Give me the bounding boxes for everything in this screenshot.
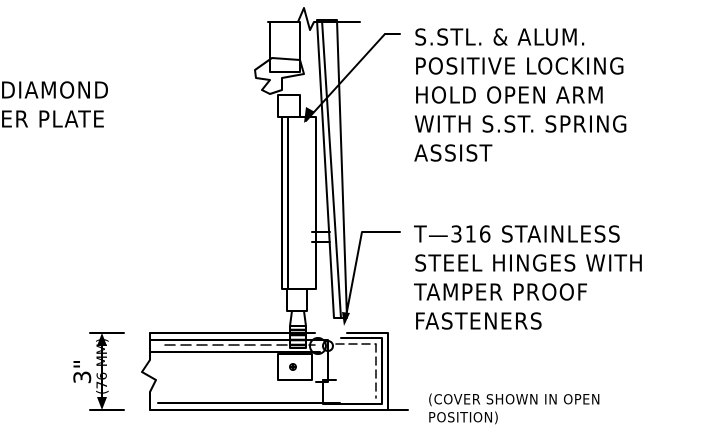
label-arm-1: S.STL. & ALUM. [414, 24, 588, 52]
dimension-label-inches: 3" [69, 358, 97, 385]
dimension-3in [89, 332, 125, 411]
frame-channel [309, 332, 389, 411]
open-cover-plate [316, 19, 348, 319]
label-diamond-plate-2: ER PLATE [0, 106, 107, 134]
label-hinge-4: FASTENERS [414, 308, 544, 336]
label-hinge-3: TAMPER PROOF [414, 279, 590, 307]
diamond-plate-cover [141, 332, 409, 411]
dimension-label-mm: (76 MM) [95, 337, 111, 395]
hold-open-arm [254, 21, 331, 381]
note-open-position-2: POSITION) [428, 410, 500, 427]
leader-hinge [344, 231, 401, 323]
label-arm-2: POSITIVE LOCKING [414, 53, 627, 81]
break-mark-top [267, 7, 361, 31]
label-arm-5: ASSIST [414, 140, 494, 168]
label-arm-4: WITH S.ST. SPRING [414, 111, 630, 139]
note-open-position-1: (COVER SHOWN IN OPEN [428, 392, 602, 409]
label-arm-3: HOLD OPEN ARM [414, 82, 606, 110]
label-hinge-2: STEEL HINGES WITH [414, 250, 645, 278]
label-hinge-1: T—316 STAINLESS [414, 221, 623, 249]
leader-arm [305, 33, 386, 122]
label-diamond-plate-1: DIAMOND [0, 77, 111, 105]
